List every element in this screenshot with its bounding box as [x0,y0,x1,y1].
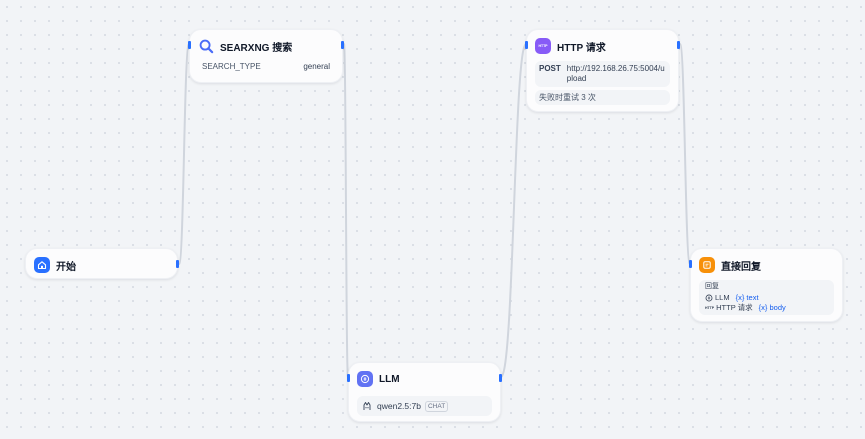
answer-input-handle[interactable] [689,260,692,268]
start-output-handle[interactable] [176,260,179,268]
edge-searxng-llm[interactable] [343,43,349,378]
answer-label: 回复 [705,283,719,290]
http-small-icon: HTTP [705,306,715,310]
model-row: qwen2.5:7b CHAT [357,396,492,416]
searxng-output-handle[interactable] [341,41,344,49]
ref2-var: {x} body [758,303,786,312]
ref2-node: HTTP 请求 [716,303,753,312]
answer-content: 回复 LLM {x} text HTTP HTTP 请求 {x} body [699,280,834,315]
llm-input-handle[interactable] [347,374,350,382]
searxng-node[interactable]: SEARXNG 搜索 SEARCH_TYPE general [188,29,344,83]
searxng-node-title: SEARXNG 搜索 [220,42,293,54]
retry-text: 失败时重试 3 次 [539,93,596,102]
request-row: POST http://192.168.26.75:5004/u pload [535,61,670,87]
reply-icon [699,257,715,273]
param-name: SEARCH_TYPE [202,62,261,71]
model-mode-badge: CHAT [424,400,449,412]
llm-small-icon [705,294,713,302]
ref1-var: {x} text [735,292,759,302]
param-row: SEARCH_TYPE general [198,60,334,74]
http-method: POST [539,64,561,73]
model-icon [362,401,372,411]
answer-ref-llm: LLM {x} text [705,293,828,304]
home-icon [34,257,50,273]
llm-node[interactable]: LLM qwen2.5:7b CHAT [347,362,502,422]
http-url-line1: http://192.168.26.75:5004/u [566,64,665,73]
ref1-node: LLM [715,292,730,302]
start-node[interactable]: 开始 [25,248,179,279]
http-url-line2: pload [566,74,587,83]
http-icon-label: HTTP [538,44,548,48]
start-node-title: 开始 [56,261,76,273]
answer-ref-http: HTTP HTTP 请求 {x} body [705,303,828,314]
search-icon [198,38,214,54]
http-node[interactable]: HTTP HTTP 请求 POST http://192.168.26.75:5… [525,29,680,112]
model-name: qwen2.5:7b [377,401,421,411]
retry-row: 失败时重试 3 次 [535,90,670,105]
http-input-handle[interactable] [525,41,528,49]
param-value: general [303,62,330,71]
llm-output-handle[interactable] [499,374,502,382]
edge-start-searxng[interactable] [178,43,190,265]
http-output-handle[interactable] [677,41,680,49]
searxng-input-handle[interactable] [188,41,191,49]
answer-node[interactable]: 直接回复 回复 LLM {x} text HTTP HTTP 请求 {x} bo… [689,248,843,322]
llm-node-title: LLM [379,373,400,385]
answer-node-title: 直接回复 [721,261,761,273]
edge-http-answer[interactable] [679,43,691,265]
http-icon: HTTP [535,38,551,54]
http-node-title: HTTP 请求 [557,42,606,54]
llm-icon [357,371,373,387]
edge-llm-http[interactable] [500,43,527,378]
http-url: http://192.168.26.75:5004/u pload [567,64,665,84]
